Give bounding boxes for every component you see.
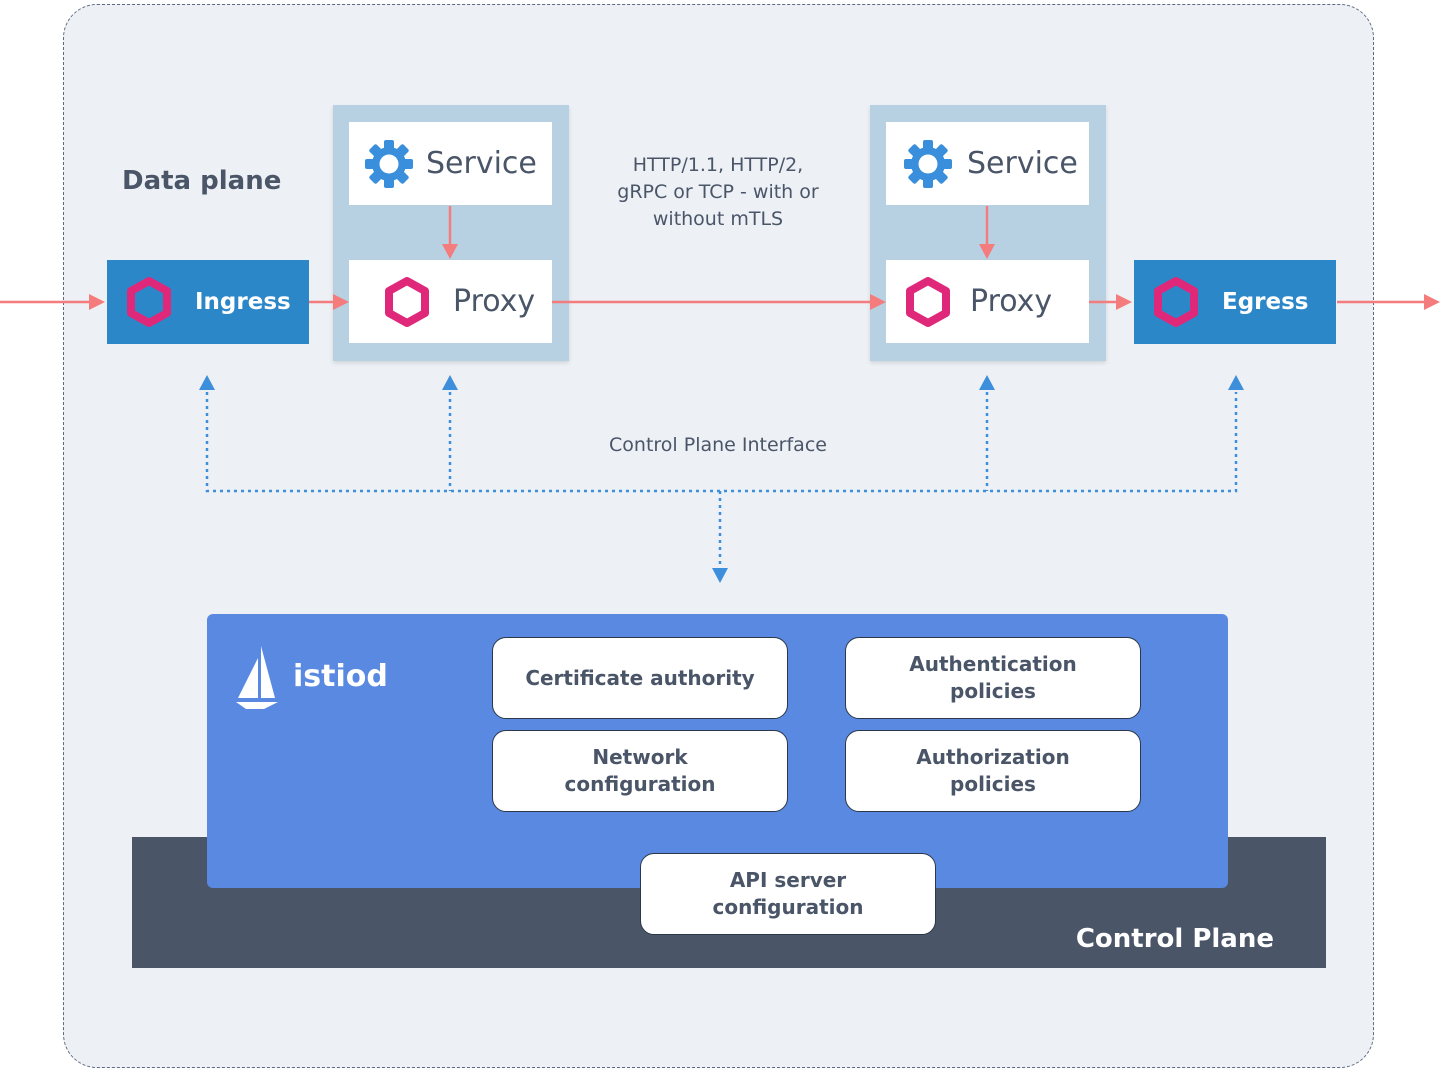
istiod-label: istiod [293,659,388,694]
ingress-box: Ingress [107,260,309,344]
control-plane-label: Control Plane [1075,924,1274,954]
network-configuration-label: Network configuration [564,745,716,796]
data-plane-title: Data plane [122,166,282,196]
sailboat-icon [236,646,278,709]
egress-box: Egress [1134,260,1336,344]
api-server-configuration-label: API server configuration [712,868,864,919]
ingress-label: Ingress [195,289,291,315]
egress-label: Egress [1222,289,1309,315]
api-server-configuration-box: API server configuration [640,853,936,935]
authentication-policies-box: Authentication policies [845,637,1141,719]
authorization-policies-label: Authorization policies [916,745,1070,796]
hexagon-icon [1154,277,1198,327]
gear-icon [904,139,952,188]
network-configuration-box: Network configuration [492,730,788,812]
proxy-label: Proxy [453,284,536,319]
hexagon-icon [385,276,429,327]
authentication-policies-label: Authentication policies [909,652,1077,703]
hexagon-icon [127,277,171,327]
certificate-authority-label: Certificate authority [525,665,755,690]
control-plane-interface-label: Control Plane Interface [609,434,827,456]
proxy-card: Proxy [886,260,1089,343]
service-label: Service [426,146,537,181]
protocol-text: HTTP/1.1, HTTP/2, gRPC or TCP - with or … [617,154,819,230]
gear-icon [365,139,413,188]
control-plane-link-arrowheads [199,375,1244,583]
proxy-label: Proxy [970,284,1053,319]
service-label: Service [967,146,1078,181]
certificate-authority-box: Certificate authority [492,637,788,719]
hexagon-icon [906,276,950,327]
control-plane-dotted-links [205,392,1238,568]
authorization-policies-box: Authorization policies [845,730,1141,812]
traffic-flow-arrows [0,206,1440,310]
proxy-card: Proxy [349,260,552,343]
service-card: Service [349,122,552,205]
service-card: Service [886,122,1089,205]
